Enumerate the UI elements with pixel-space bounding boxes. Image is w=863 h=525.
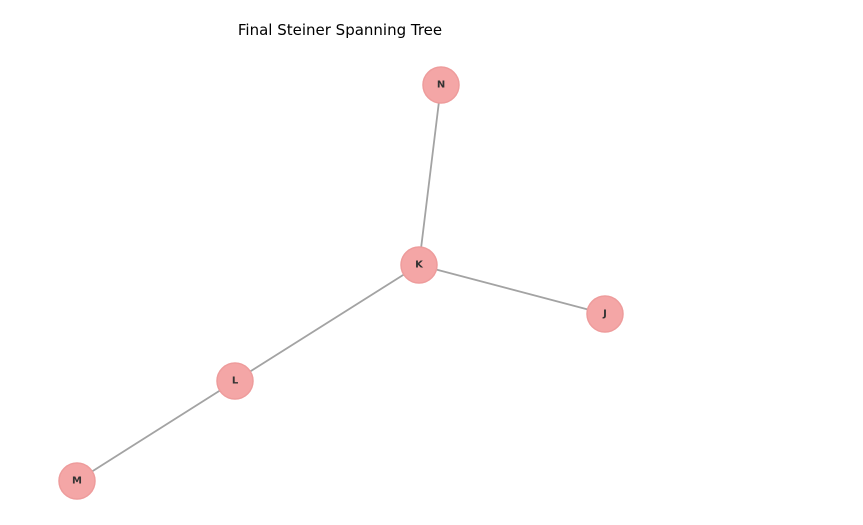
- edge-k-j: [418, 264, 606, 315]
- node-k: K: [400, 246, 438, 284]
- node-j: J: [586, 295, 624, 333]
- node-label: J: [602, 309, 607, 320]
- node-circle: [216, 362, 254, 400]
- node-label: L: [232, 376, 239, 387]
- edges-layer: [76, 84, 606, 482]
- edge-n-k: [418, 84, 442, 266]
- node-label: N: [437, 80, 445, 91]
- edge-l-m: [76, 380, 236, 482]
- node-l: L: [216, 362, 254, 400]
- figure-title: Final Steiner Spanning Tree: [238, 21, 442, 39]
- nodes-layer: N K J L M: [58, 66, 624, 500]
- node-m: M: [58, 462, 96, 500]
- edge-k-l: [234, 264, 420, 382]
- node-circle: [586, 295, 624, 333]
- node-circle: [400, 246, 438, 284]
- node-n: N: [422, 66, 460, 104]
- node-label: K: [415, 260, 424, 271]
- node-circle: [422, 66, 460, 104]
- node-circle: [58, 462, 96, 500]
- node-label: M: [72, 476, 82, 487]
